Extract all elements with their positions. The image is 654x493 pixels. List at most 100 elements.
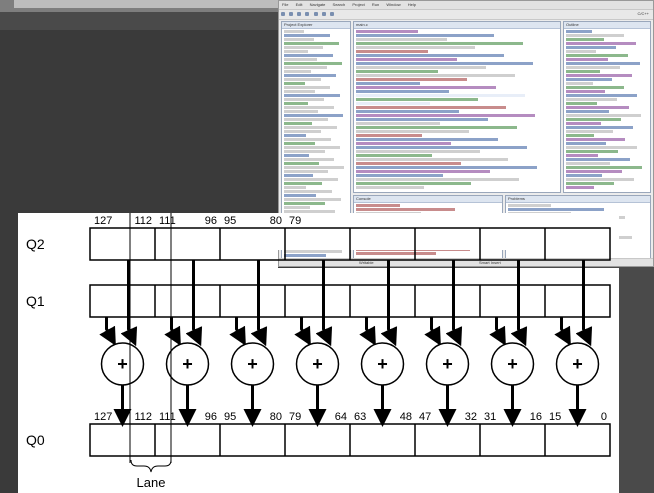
project-explorer-tab[interactable]: Project Explorer (282, 22, 350, 29)
new-icon[interactable] (281, 12, 285, 16)
text-line (284, 62, 342, 65)
text-line (356, 182, 471, 185)
text-line (566, 78, 612, 81)
adder-plus-sign: + (507, 354, 518, 374)
text-line (284, 194, 316, 197)
text-line (284, 86, 330, 89)
text-line (566, 150, 618, 153)
bit-label: 112 (134, 215, 152, 227)
text-line (284, 146, 340, 149)
text-line (566, 66, 620, 69)
text-line (566, 122, 601, 125)
text-line (356, 86, 496, 89)
menu-help[interactable]: Help (408, 2, 416, 7)
adder-plus-sign: + (247, 354, 258, 374)
menu-run[interactable]: Run (372, 2, 379, 7)
text-line (356, 126, 517, 129)
text-line (284, 42, 339, 45)
text-line (284, 66, 327, 69)
text-line (566, 154, 598, 157)
search-icon[interactable] (330, 12, 334, 16)
bit-label: 80 (270, 411, 282, 423)
bit-label: 96 (205, 411, 217, 423)
bit-label: 32 (465, 411, 477, 423)
text-line (284, 102, 308, 105)
text-line (356, 58, 457, 61)
editor-tab[interactable]: main.c (354, 22, 560, 29)
text-line (284, 150, 325, 153)
code-area[interactable] (354, 30, 560, 189)
bit-label: 95 (224, 411, 236, 423)
text-line (566, 38, 604, 41)
text-line (284, 70, 311, 73)
text-line (284, 34, 330, 37)
bit-label: 48 (400, 411, 412, 423)
menu-project[interactable]: Project (352, 2, 364, 7)
text-line (356, 62, 533, 65)
text-line (356, 110, 459, 113)
text-line (356, 122, 440, 125)
text-line (566, 138, 625, 141)
menu-search[interactable]: Search (333, 2, 346, 7)
bit-label: 127 (94, 411, 112, 423)
bit-label: 112 (134, 411, 152, 423)
bit-label: 47 (419, 411, 431, 423)
text-line (566, 98, 617, 101)
text-line (566, 30, 592, 33)
text-line (356, 154, 432, 157)
text-line (284, 182, 322, 185)
outline-tab[interactable]: Outline (564, 22, 650, 29)
editor-pane: main.c (353, 21, 561, 193)
text-line (284, 98, 324, 101)
text-line (566, 118, 621, 121)
save-icon[interactable] (289, 12, 293, 16)
bit-label: 96 (205, 215, 217, 227)
text-line (356, 150, 480, 153)
build-icon[interactable] (305, 12, 309, 16)
text-line (284, 38, 314, 41)
text-line (356, 90, 449, 93)
text-line (356, 34, 494, 37)
bit-label: 80 (270, 215, 282, 227)
text-line (508, 208, 604, 211)
menu-navigate[interactable]: Navigate (310, 2, 326, 7)
text-line (284, 50, 308, 53)
text-line (566, 90, 605, 93)
text-line (566, 34, 624, 37)
outline-list (564, 30, 650, 189)
text-line (356, 204, 400, 207)
adder-plus-sign: + (117, 354, 128, 374)
text-line (284, 78, 321, 81)
text-line (284, 178, 338, 181)
text-line (356, 146, 527, 149)
text-line (356, 178, 519, 181)
adder-plus-sign: + (182, 354, 193, 374)
menu-file[interactable]: File (282, 2, 288, 7)
text-line (284, 138, 331, 141)
text-line (566, 94, 637, 97)
print-icon[interactable] (297, 12, 301, 16)
text-line (566, 58, 608, 61)
console-tab[interactable]: Console (354, 196, 502, 203)
perspective-switcher[interactable]: C/C++ (637, 11, 649, 16)
text-line (356, 142, 451, 145)
text-line (566, 174, 602, 177)
text-line (566, 178, 634, 181)
menu-edit[interactable]: Edit (296, 2, 303, 7)
text-line (284, 118, 328, 121)
text-line (566, 146, 637, 149)
ide-toolbar: C/C++ (279, 10, 653, 20)
text-line (356, 94, 525, 97)
text-line (566, 110, 609, 113)
text-line (356, 114, 535, 117)
problems-tab[interactable]: Problems (506, 196, 650, 203)
bit-label: 63 (354, 411, 366, 423)
text-line (356, 30, 418, 33)
text-line (356, 82, 420, 85)
menu-window[interactable]: Window (386, 2, 400, 7)
debug-icon[interactable] (314, 12, 318, 16)
text-line (356, 118, 488, 121)
run-icon[interactable] (322, 12, 326, 16)
text-line (356, 138, 498, 141)
